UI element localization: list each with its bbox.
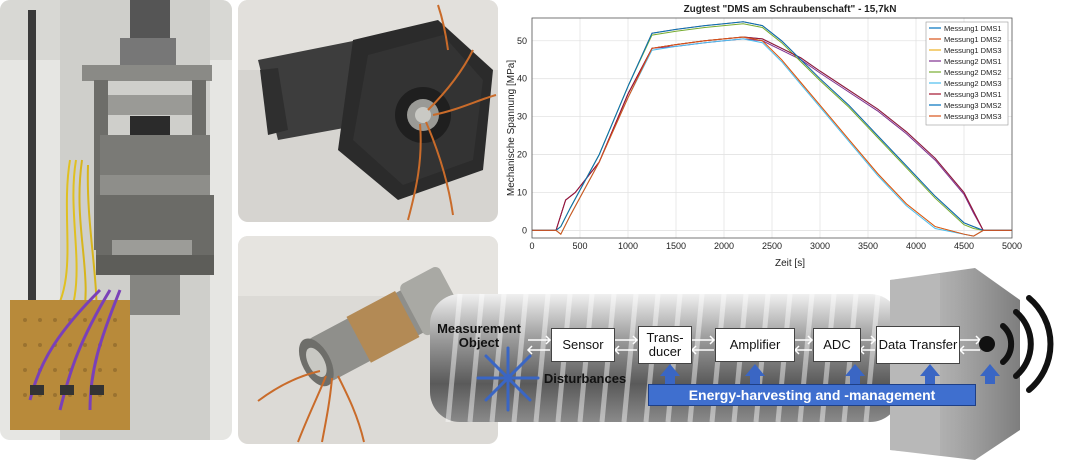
chart-x-axis-label: Zeit [s] — [775, 258, 805, 269]
bolt-illustration — [430, 268, 1054, 460]
stress-chart: Zugtest "DMS am Schraubenschaft" - 15,7k… — [500, 0, 1073, 270]
energy-arrows — [660, 364, 1000, 384]
chart-series-line — [532, 36, 1012, 231]
chart-title: Zugtest "DMS am Schraubenschaft" - 15,7k… — [684, 4, 897, 15]
measurement-object-label: Measurement Object — [437, 321, 521, 350]
chart-x-tick-label: 500 — [572, 241, 587, 251]
disturbances-label: Disturbances — [543, 371, 627, 386]
chart-legend-label: Messung1 DMS2 — [944, 35, 1002, 44]
chart-y-tick-label: 50 — [517, 36, 527, 46]
sensor-box: Sensor — [551, 328, 615, 362]
chart-x-tick-label: 2000 — [714, 241, 734, 251]
chart-canvas: Zugtest "DMS am Schraubenschaft" - 15,7k… — [506, 4, 1022, 269]
energy-harvesting-bar: Energy-harvesting and -management — [648, 384, 976, 406]
chart-legend-label: Messung3 DMS2 — [944, 101, 1002, 110]
disturbance-star-icon — [476, 346, 540, 412]
chart-x-tick-label: 3500 — [858, 241, 878, 251]
chart-plot-frame — [531, 17, 1013, 239]
chart-legend-label: Messung2 DMS2 — [944, 68, 1002, 77]
chart-legend-label: Messung2 DMS1 — [944, 57, 1002, 66]
data-transfer-box: Data Transfer — [876, 326, 960, 364]
adc-box: ADC — [813, 328, 861, 362]
chart-x-tick-label: 0 — [529, 241, 534, 251]
chart-legend-label: Messung2 DMS3 — [944, 79, 1002, 88]
signal-arrows — [526, 335, 982, 355]
amplifier-box: Amplifier — [715, 328, 795, 362]
antenna-dot — [979, 336, 995, 352]
chart-x-tick-label: 2500 — [762, 241, 782, 251]
wireless-signal-icon — [1000, 295, 1054, 393]
bolt-head-photo — [238, 0, 498, 222]
transducer-box: Trans-ducer — [638, 326, 692, 364]
chart-y-tick-label: 40 — [517, 74, 527, 84]
chart-y-tick-label: 0 — [522, 225, 527, 235]
test-rig-photo — [0, 0, 232, 440]
chart-y-tick-label: 30 — [517, 112, 527, 122]
chart-x-tick-label: 4500 — [954, 241, 974, 251]
chart-series-line — [532, 36, 1012, 237]
chart-legend-label: Messung3 DMS3 — [944, 112, 1002, 121]
chart-x-tick-label: 4000 — [906, 241, 926, 251]
chart-y-tick-label: 20 — [517, 150, 527, 160]
chart-x-tick-label: 5000 — [1002, 241, 1022, 251]
chart-x-tick-label: 1500 — [666, 241, 686, 251]
chart-legend-label: Messung1 DMS1 — [944, 24, 1002, 33]
chart-x-tick-label: 1000 — [618, 241, 638, 251]
chart-x-tick-label: 3000 — [810, 241, 830, 251]
chart-series-lines — [532, 21, 1012, 237]
chart-legend-label: Messung1 DMS3 — [944, 46, 1002, 55]
signal-chain-diagram: Measurement Object Sensor Trans-ducer Am… — [420, 260, 1073, 469]
chart-series-line — [532, 21, 1012, 231]
chart-y-tick-label: 10 — [517, 187, 527, 197]
chart-y-axis-label: Mechanische Spannung [MPa] — [506, 60, 517, 196]
chart-legend-label: Messung3 DMS1 — [944, 90, 1002, 99]
